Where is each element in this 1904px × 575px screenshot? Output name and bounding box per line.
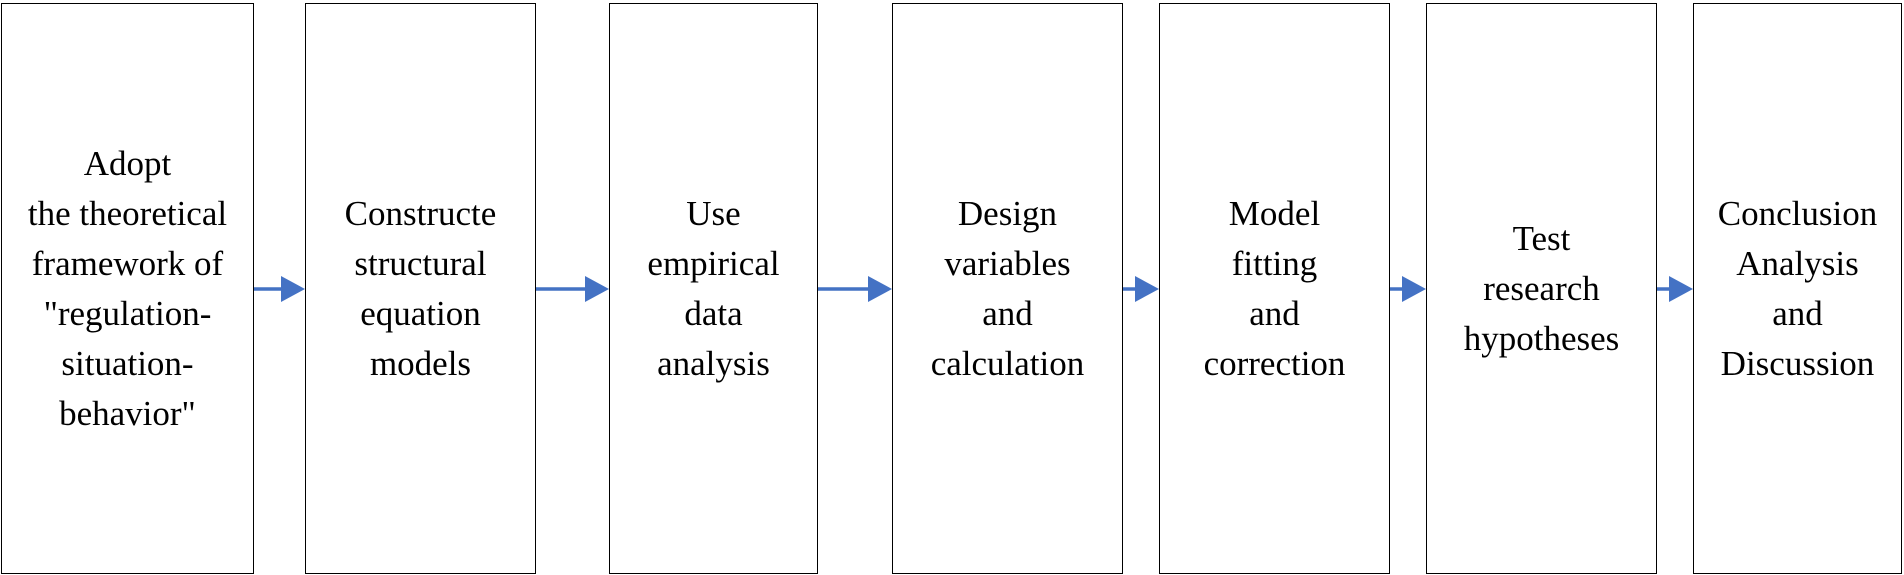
arrow-5-to-6 [1390, 276, 1426, 302]
arrow-6-to-7 [1657, 276, 1693, 302]
step-label: Use empirical data analysis [647, 193, 780, 383]
step-label: Constructe structural equation models [344, 193, 497, 383]
step-label: Adopt the theoretical framework of "regu… [27, 143, 228, 433]
step-label: Design variables and calculation [930, 193, 1085, 383]
step-box-test-hypotheses: Test research hypotheses [1426, 3, 1657, 574]
arrow-2-to-3 [536, 276, 609, 302]
step-box-construct-models: Constructe structural equation models [305, 3, 536, 574]
step-label: Model fitting and correction [1203, 193, 1346, 383]
step-box-empirical-analysis: Use empirical data analysis [609, 3, 818, 574]
step-box-design-variables: Design variables and calculation [892, 3, 1123, 574]
step-label: Test research hypotheses [1463, 218, 1620, 358]
arrow-3-to-4 [818, 276, 892, 302]
step-box-model-fitting: Model fitting and correction [1159, 3, 1390, 574]
arrow-1-to-2 [254, 276, 305, 302]
arrow-4-to-5 [1123, 276, 1159, 302]
step-label: Conclusion Analysis and Discussion [1717, 193, 1878, 383]
step-box-conclusion: Conclusion Analysis and Discussion [1693, 3, 1902, 574]
step-box-theoretical-framework: Adopt the theoretical framework of "regu… [1, 3, 254, 574]
